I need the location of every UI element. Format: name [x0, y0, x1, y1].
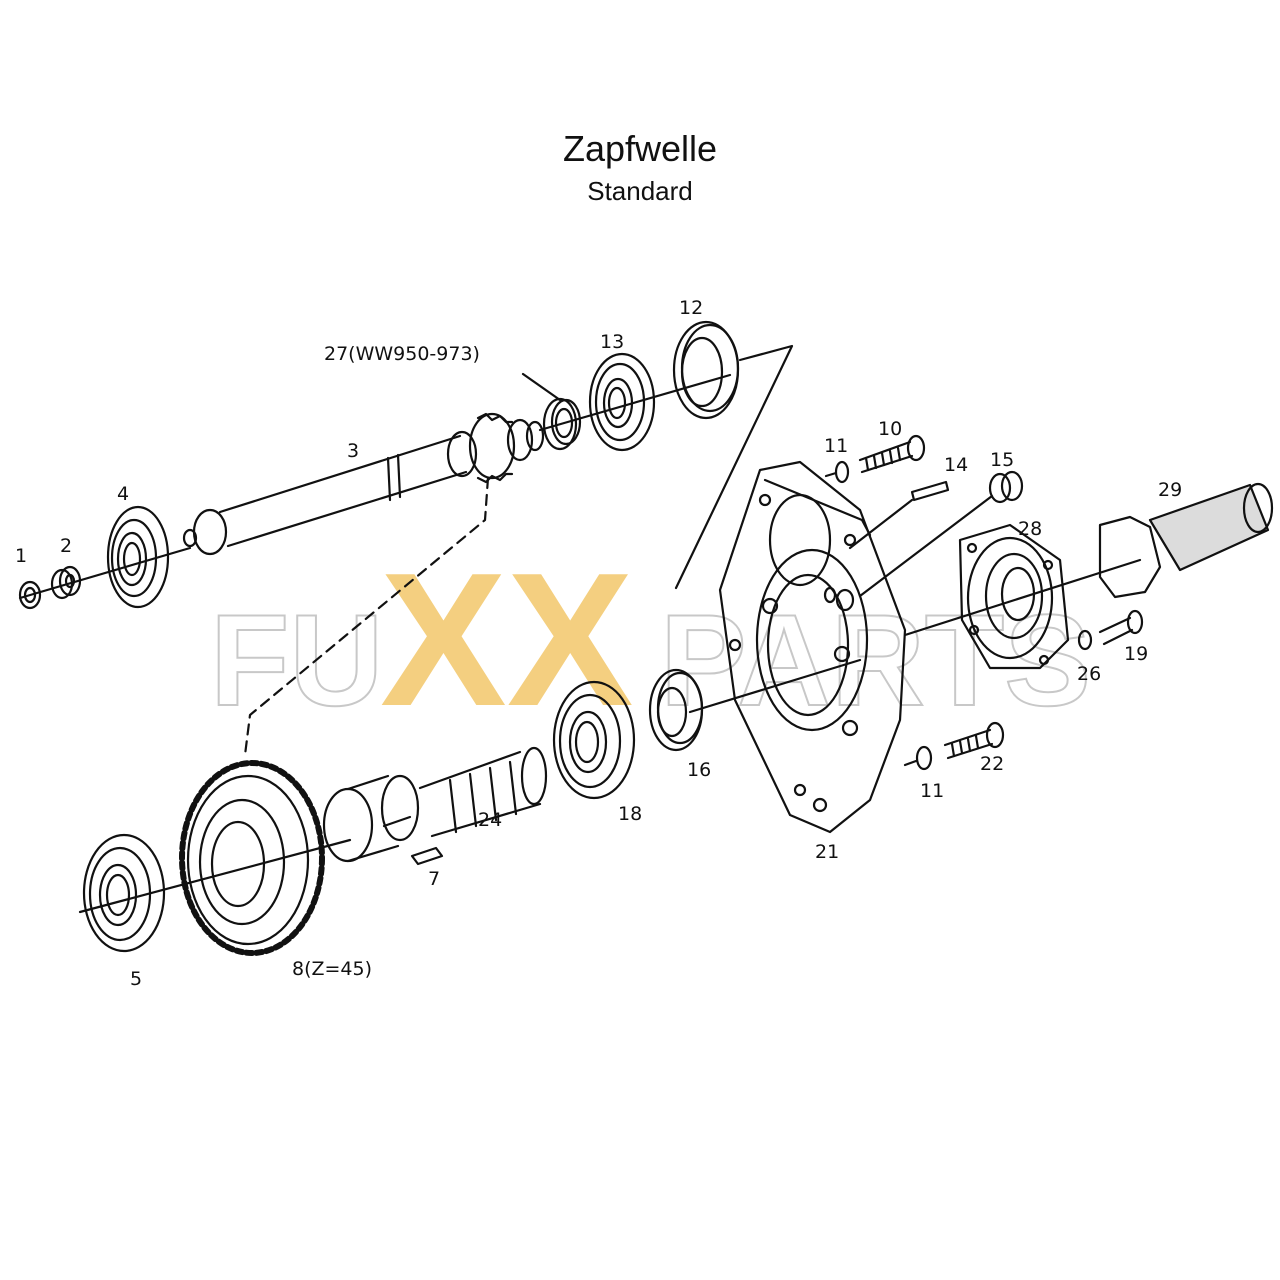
housing-part-21 — [718, 460, 907, 834]
bush-part-2 — [50, 565, 82, 600]
bearing-part-13 — [588, 352, 656, 452]
diagram-subtitle: Standard — [587, 176, 693, 206]
part-label-11-top: 11 — [824, 435, 848, 457]
part-label-19: 19 — [1124, 643, 1148, 665]
seal-part-16 — [648, 668, 704, 752]
part-label-28: 28 — [1018, 518, 1042, 540]
shaft-part-3 — [182, 412, 545, 556]
bearing-part-18 — [552, 680, 636, 800]
sleeve-part-15 — [823, 470, 1024, 612]
part-label-18: 18 — [618, 803, 642, 825]
part-label-3: 3 — [347, 440, 359, 462]
watermark-mark: XX — [380, 534, 633, 746]
watermark-left: FU — [210, 587, 383, 733]
bolt-part-19 — [1098, 609, 1144, 646]
bearing-12-reference-line — [674, 344, 794, 590]
upper-shaft-axis-left — [18, 546, 192, 600]
part-label-12: 12 — [679, 297, 703, 319]
part-label-4: 4 — [117, 483, 129, 505]
gear-part-8 — [179, 760, 325, 956]
part-label-7: 7 — [428, 868, 440, 890]
part-label-22: 22 — [980, 753, 1004, 775]
part-label-1: 1 — [15, 545, 27, 567]
part-label-16: 16 — [687, 759, 711, 781]
washer-part-11-top — [824, 460, 850, 484]
part-label-21: 21 — [815, 841, 839, 863]
cover-part-28 — [958, 523, 1070, 670]
part-label-11-bottom: 11 — [920, 780, 944, 802]
bearing-part-5 — [82, 833, 166, 953]
pin-part-14 — [848, 480, 950, 550]
part-label-13: 13 — [600, 331, 624, 353]
splined-shaft-part-24 — [322, 746, 548, 863]
part-label-8: 8(Z=45) — [292, 958, 372, 980]
part-label-24: 24 — [478, 809, 502, 831]
key-part-7 — [382, 815, 444, 866]
washer-part-11-bottom — [903, 745, 933, 771]
part-label-15: 15 — [990, 449, 1014, 471]
snap-ring-part-1 — [18, 580, 42, 610]
watermark-right: PARTS — [660, 587, 1091, 733]
watermark: FU XX PARTS — [209, 534, 1092, 746]
part-label-27: 27(WW950-973) — [324, 343, 480, 365]
lower-shaft-axis-left — [78, 838, 352, 914]
washer-part-26 — [1077, 629, 1093, 651]
part-label-14: 14 — [944, 454, 968, 476]
ring-part-27 — [521, 372, 582, 451]
gear-link-dashed-line — [243, 476, 490, 757]
diagram-title: Zapfwelle — [562, 128, 718, 169]
part-label-29: 29 — [1158, 479, 1182, 501]
bearing-cup-part-12 — [672, 320, 740, 420]
part-label-2: 2 — [60, 535, 72, 557]
part-label-26: 26 — [1077, 663, 1101, 685]
bolt-part-10 — [858, 434, 926, 474]
part-label-10: 10 — [878, 418, 902, 440]
bolt-part-22 — [943, 721, 1005, 760]
part-label-5: 5 — [130, 968, 142, 990]
cap-part-29 — [1098, 482, 1274, 599]
part-labels: 1 2 3 4 5 7 8(Z=45) 10 11 11 12 13 14 15… — [15, 297, 1182, 990]
ball-bearing-part-4 — [106, 505, 170, 609]
